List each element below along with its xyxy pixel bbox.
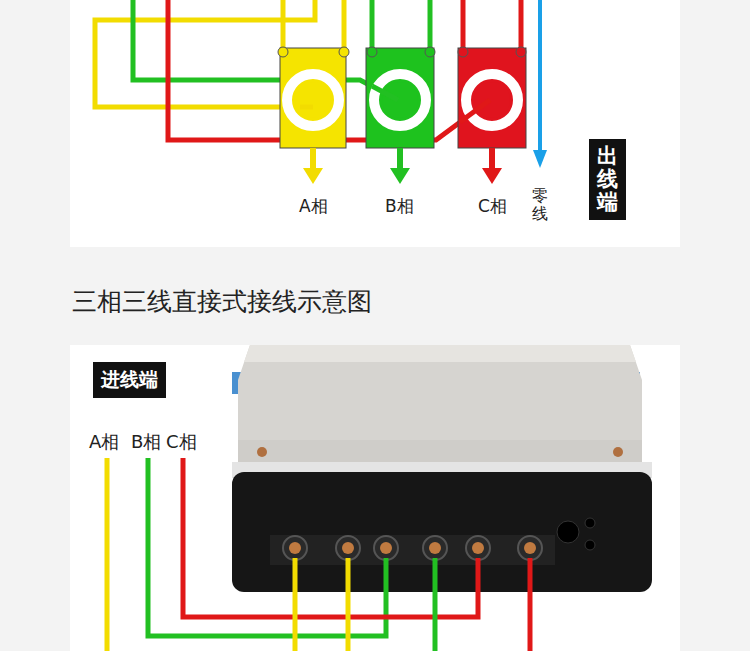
phase-label: B相: [131, 430, 161, 454]
bottom-card: [70, 345, 680, 651]
neutral-label: 零线: [532, 187, 548, 222]
yellow-wire: [281, 0, 286, 50]
phase-label: A相: [299, 195, 328, 218]
yellow-wire: [342, 0, 347, 50]
yellow-wire: [293, 558, 298, 651]
output-arrows: [303, 0, 547, 184]
red-wire: [461, 0, 466, 50]
red-wire: [519, 0, 524, 50]
green-wire: [133, 0, 398, 100]
section-heading: 三相三线直接式接线示意图: [72, 285, 372, 318]
green-wire: [370, 0, 375, 50]
ct-green: [366, 47, 435, 148]
yellow-wire: [105, 458, 110, 651]
green-wire: [372, 86, 398, 100]
phase-label: C相: [478, 195, 507, 218]
green-wire: [428, 0, 433, 50]
phase-label: A相: [89, 430, 119, 454]
red-wire: [528, 558, 533, 651]
yellow-wire: [346, 558, 351, 651]
ct-yellow: [278, 47, 349, 148]
terminal-tag: 出线端: [589, 139, 626, 220]
phase-label: C相: [166, 430, 197, 454]
red-wire: [460, 100, 490, 122]
green-wire: [433, 558, 438, 651]
ct-red: [458, 47, 526, 148]
top-card: [70, 0, 680, 247]
tag-text: 进线端: [101, 368, 158, 390]
yellow-wire: [300, 105, 313, 110]
meter-photo: [232, 345, 652, 592]
phase-label: B相: [385, 195, 414, 218]
terminal-tag: 进线端: [93, 362, 166, 398]
tag-text: 出线端: [597, 145, 618, 214]
